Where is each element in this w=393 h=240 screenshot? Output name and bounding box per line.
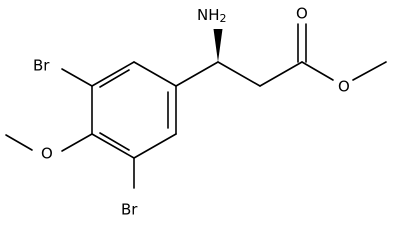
wedge-bond-to-amine xyxy=(213,29,223,62)
bond-ring-to-chiral-carbon xyxy=(175,61,219,87)
atom-label-amine: NH2 xyxy=(197,6,227,26)
bond-methoxy-methyl xyxy=(5,134,33,151)
ring-double-bond-top-left xyxy=(99,69,130,88)
atom-label-carbonyl-oxygen: O xyxy=(296,5,308,23)
amine-nh-text: NH xyxy=(197,6,220,24)
atom-label-br-top: Br xyxy=(33,57,50,75)
bond-carbonyl-to-ester-o xyxy=(301,61,334,81)
bond-ester-o-to-methyl xyxy=(352,61,387,81)
amine-subscript: 2 xyxy=(220,12,227,25)
benzene-ring xyxy=(91,61,177,159)
ring-bond-6 xyxy=(91,61,135,87)
ring-bond-3 xyxy=(133,133,177,159)
bond-to-methoxy-o xyxy=(61,133,93,152)
atom-label-ester-oxygen: O xyxy=(338,78,350,96)
ring-bond-4 xyxy=(91,133,135,159)
ring-double-bond-bottom-left xyxy=(99,132,130,151)
bond-to-br-top xyxy=(61,68,93,87)
molecule-diagram: Br Br O NH2 O O xyxy=(5,5,387,219)
bond-chiral-to-ch2 xyxy=(217,61,261,87)
atom-label-br-bottom: Br xyxy=(121,201,138,219)
atom-label-methoxy-oxygen: O xyxy=(41,145,53,163)
ring-bond-1 xyxy=(133,61,177,87)
bond-ch2-to-carbonyl-c xyxy=(259,61,303,87)
structure-canvas: Br Br O NH2 O O xyxy=(5,4,387,219)
